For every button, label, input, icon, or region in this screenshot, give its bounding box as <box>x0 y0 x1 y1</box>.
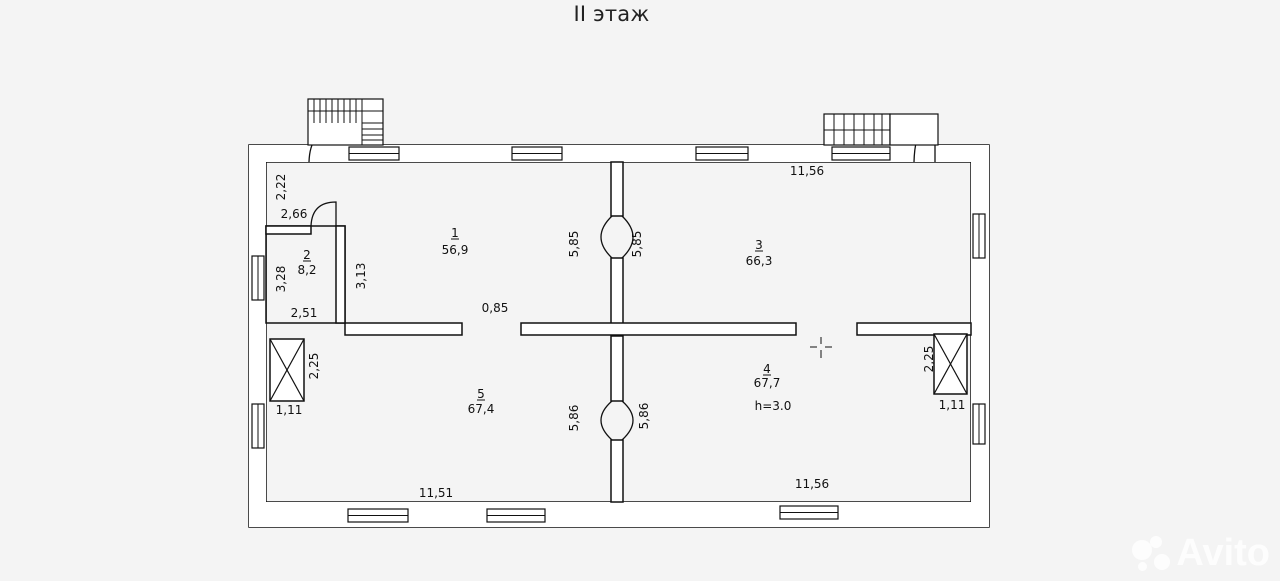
dim-vent-right-width: 1,11 <box>939 398 966 412</box>
wall-divider-top-b <box>610 257 624 325</box>
stair-left <box>307 98 384 146</box>
ceiling-height: h=3.0 <box>755 399 792 413</box>
dim-top-right: 11,56 <box>790 164 824 178</box>
room-1-area: 56,9 <box>442 243 469 257</box>
room-2-area: 8,2 <box>297 263 316 277</box>
dim-vent-right-height: 2,25 <box>922 346 936 373</box>
room-4-number: 4 <box>763 362 771 376</box>
dim-vent-left-width: 1,11 <box>276 403 303 417</box>
wall-horiz-right <box>856 322 972 336</box>
room-2-number: 2 <box>303 248 311 262</box>
dim-bottom-right: 11,56 <box>795 477 829 491</box>
floor-title: II этаж <box>573 2 650 26</box>
dim-room2-side: 3,13 <box>354 263 368 290</box>
room-5-area: 67,4 <box>468 402 495 416</box>
door-arc-1a <box>600 215 613 259</box>
dim-room2-height: 3,28 <box>274 266 288 293</box>
wall-divider-top-a <box>610 161 624 217</box>
room-3-number: 3 <box>755 238 763 252</box>
dim-door1-left: 5,85 <box>567 231 581 258</box>
door-arc-2b <box>621 400 634 441</box>
door-arc-1b <box>621 215 634 259</box>
dim-door2-right: 5,86 <box>637 403 651 430</box>
avito-logo-icon <box>1130 534 1172 574</box>
wall-divider-bottom-b <box>610 439 624 503</box>
dim-door1-right: 5,85 <box>630 231 644 258</box>
dim-bottom-left: 11,51 <box>419 486 453 500</box>
dim-small-top: 2,66 <box>281 207 308 221</box>
door-arc-room2 <box>310 201 337 227</box>
dim-upper-left-vertical: 2,22 <box>274 174 288 201</box>
room-3-area: 66,3 <box>746 254 773 268</box>
wall-horiz-left <box>344 322 463 336</box>
dim-room2-width: 2,51 <box>291 306 318 320</box>
ceiling-marker <box>810 337 832 358</box>
avito-watermark: Avito <box>1130 532 1270 575</box>
dim-door2-left: 5,86 <box>567 405 581 432</box>
dim-corridor: 0,85 <box>482 301 509 315</box>
wall-divider-bottom-a <box>610 335 624 402</box>
door-arc-2a <box>600 400 613 441</box>
room-1-number: 1 <box>451 226 459 240</box>
room-2-right-wall <box>335 225 346 324</box>
room-4-area: 67,7 <box>754 376 781 390</box>
room-2-top-wall <box>265 225 312 235</box>
room-5-number: 5 <box>477 387 485 401</box>
dim-vent-left-height: 2,25 <box>307 353 321 380</box>
stair-right-landing <box>889 113 939 146</box>
wall-horiz-mid <box>520 322 797 336</box>
avito-text: Avito <box>1176 532 1270 574</box>
